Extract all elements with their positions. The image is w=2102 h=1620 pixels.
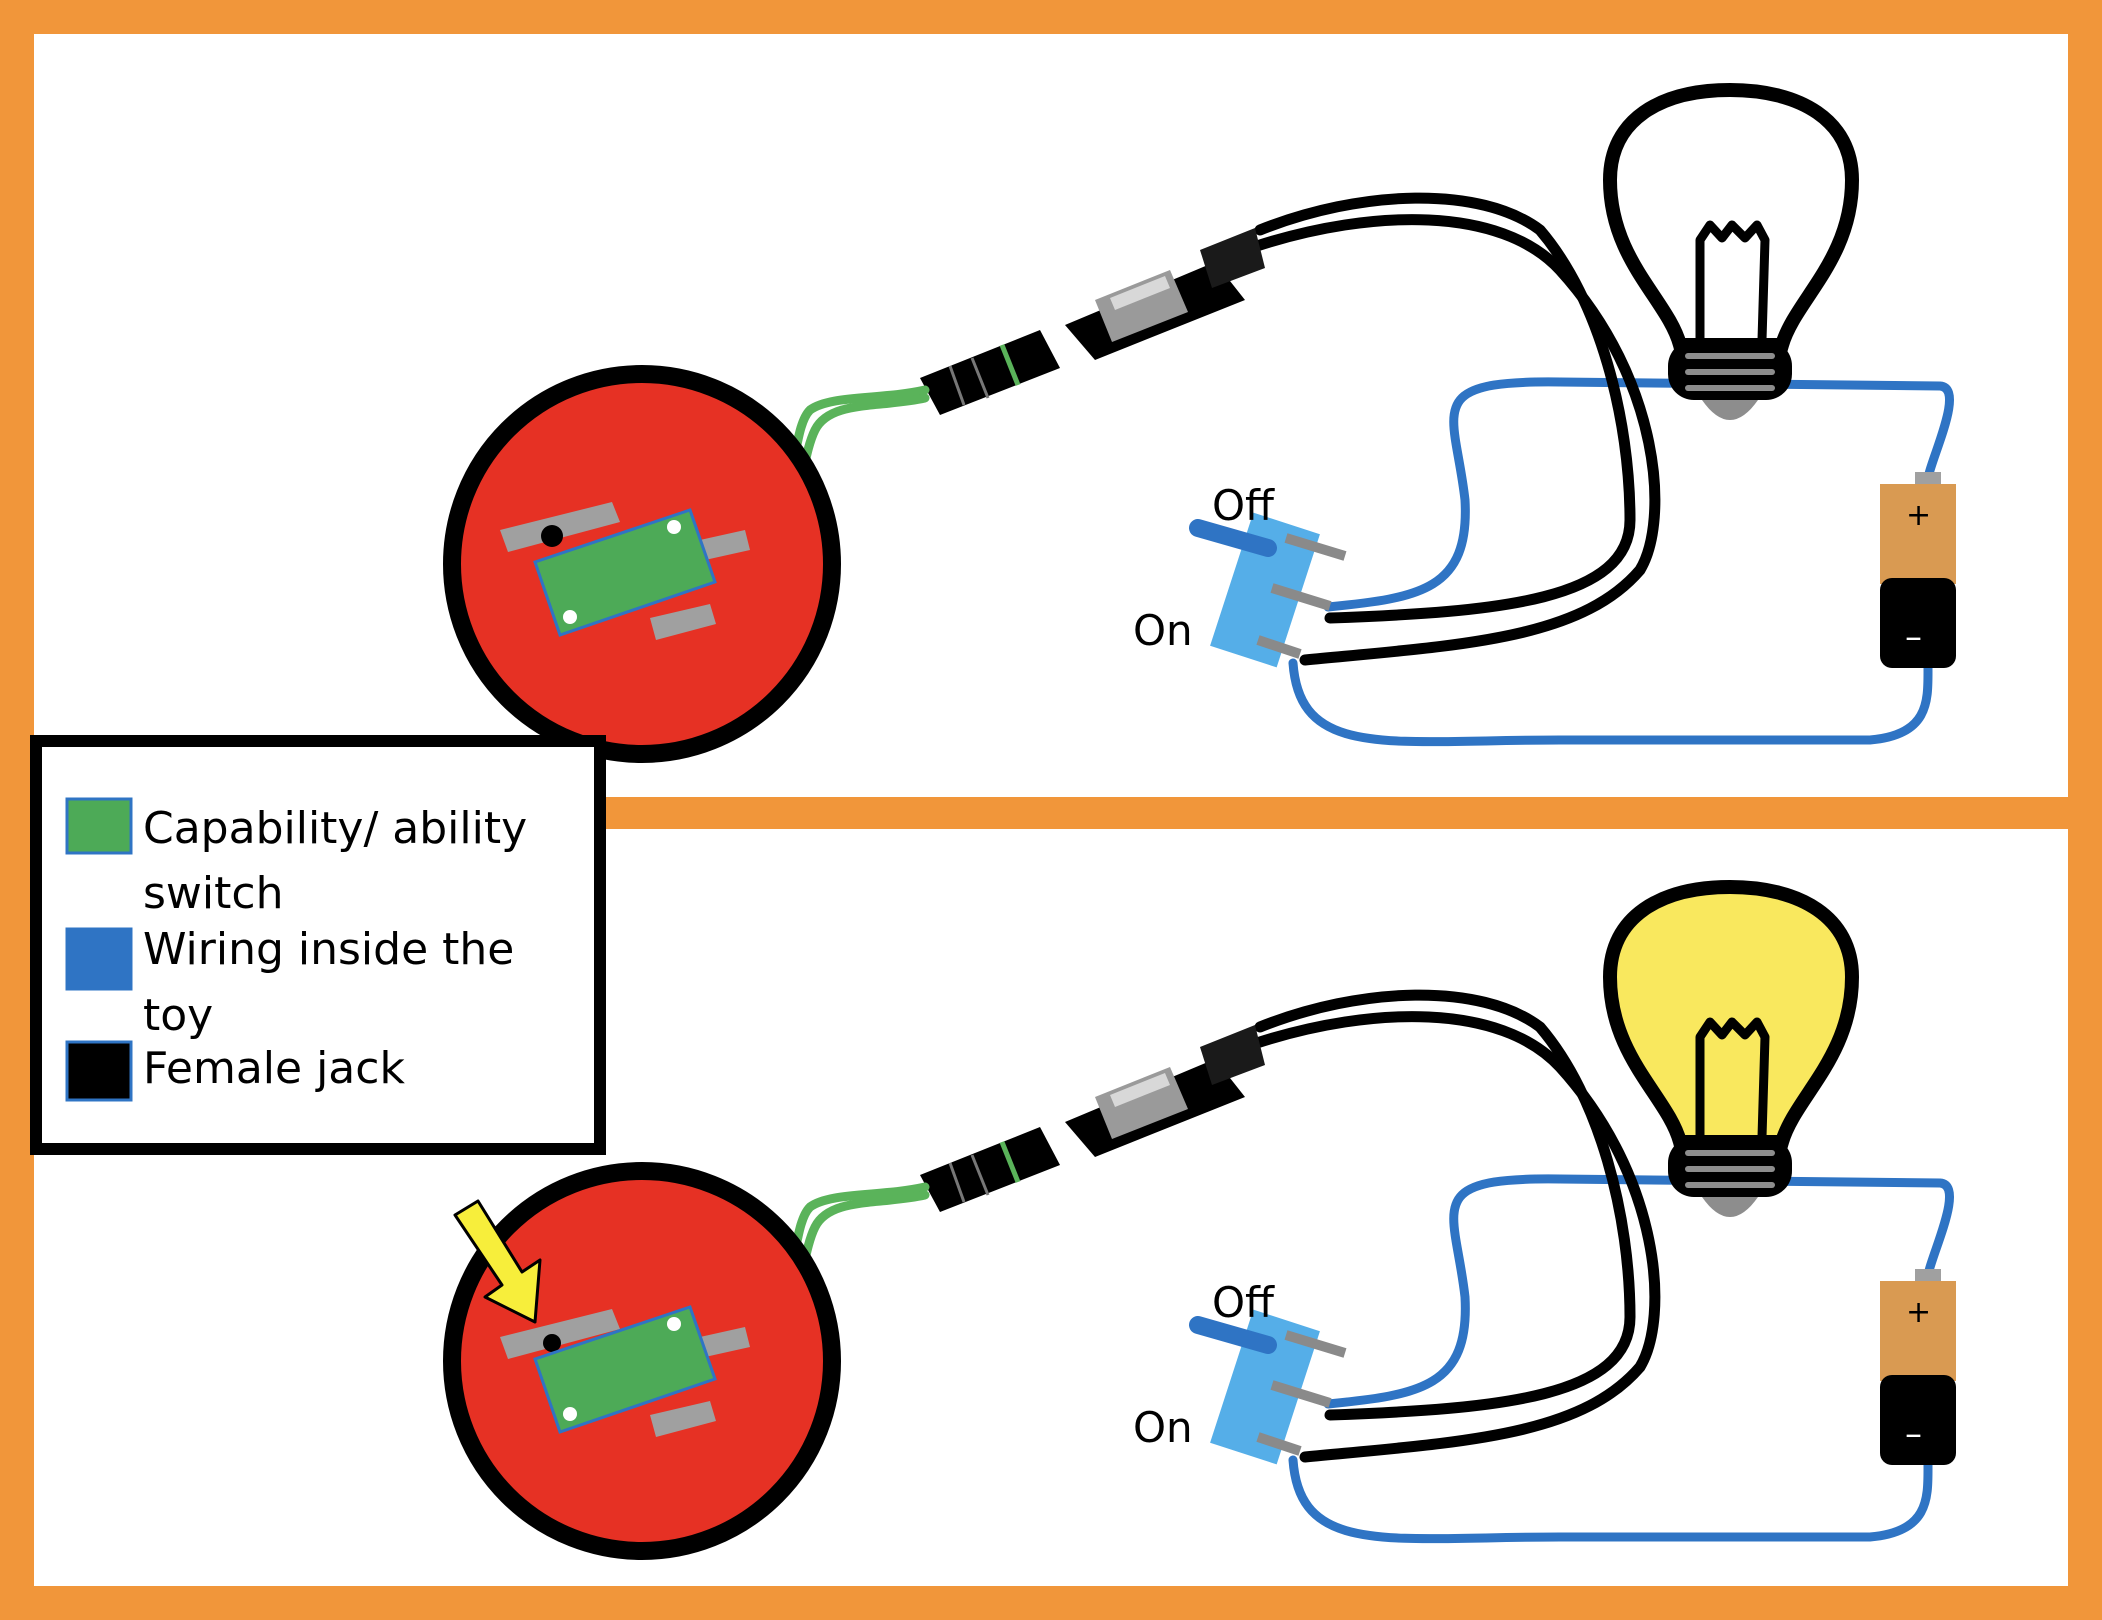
female-jack-connector	[1065, 228, 1265, 360]
female-jack-cable-bottom	[1254, 989, 1661, 1463]
panel-bottom: Off On + –	[443, 879, 1956, 1560]
battery: + –	[1880, 472, 1956, 668]
panel-top: Off On + –	[443, 82, 1956, 763]
female-jack-connector-bottom	[1065, 1025, 1265, 1157]
legend-item-female-jack: Female jack	[65, 1040, 405, 1102]
legend-item-toy-wiring: Wiring inside the toy	[65, 924, 514, 1041]
blue-wiring	[1288, 377, 1954, 747]
battery-minus-bottom: –	[1905, 1414, 1922, 1454]
battery-bottom: + –	[1880, 1269, 1956, 1465]
legend-label-ability-switch-2: switch	[143, 868, 283, 919]
legend-label-ability-switch-1: Capability/ ability	[143, 803, 527, 854]
light-bulb	[1602, 82, 1860, 420]
battery-plus: +	[1906, 498, 1931, 533]
legend-item-ability-switch: Capability/ ability switch	[65, 797, 527, 919]
battery-plus-bottom: +	[1906, 1295, 1931, 1330]
blue-wiring-bottom	[1288, 1174, 1954, 1544]
legend-label-toy-wiring-1: Wiring inside the	[143, 924, 514, 975]
switch-on-label: On	[1133, 606, 1193, 655]
toggle-switch[interactable]	[1189, 512, 1347, 668]
plug-connector-bottom	[920, 1127, 1060, 1212]
micro-switch-pressed	[500, 1305, 750, 1437]
switch-on-label-bottom: On	[1133, 1403, 1193, 1452]
female-jack-cable	[1254, 192, 1661, 666]
plug-connector	[920, 330, 1060, 415]
legend: Capability/ ability switch Wiring inside…	[30, 735, 606, 1155]
press-arrow	[453, 1199, 542, 1324]
panel-divider	[600, 797, 2085, 829]
switch-off-label-bottom: Off	[1212, 1278, 1275, 1327]
toggle-switch-bottom[interactable]	[1189, 1309, 1347, 1465]
battery-minus: –	[1905, 617, 1922, 657]
micro-switch	[500, 502, 750, 640]
legend-label-female-jack: Female jack	[143, 1043, 405, 1094]
light-bulb-lit	[1602, 879, 1860, 1217]
switch-off-label: Off	[1212, 481, 1275, 530]
legend-label-toy-wiring-2: toy	[143, 990, 213, 1041]
